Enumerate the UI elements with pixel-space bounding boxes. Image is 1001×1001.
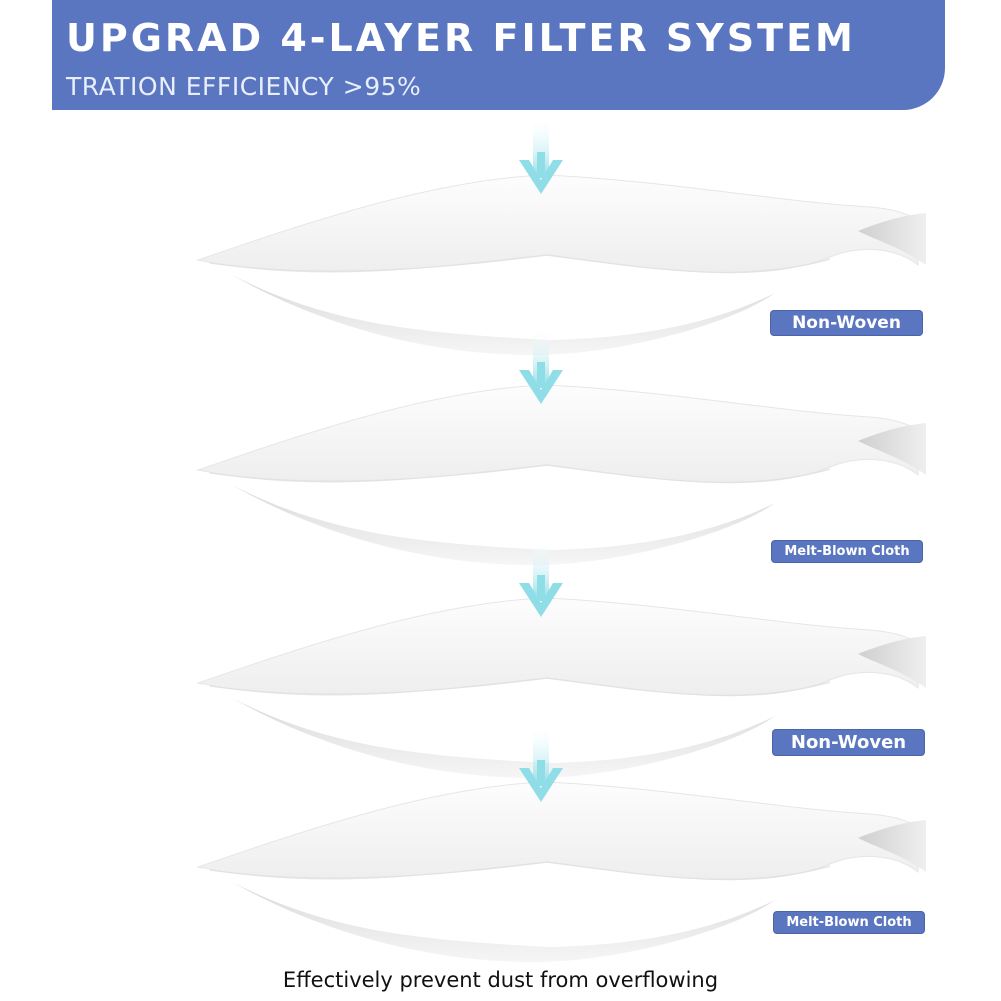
- layer-label-2: Melt-Blown Cloth: [772, 541, 922, 562]
- layer-sheet-4: [197, 781, 927, 963]
- layer-sheet-2: [197, 384, 927, 566]
- layer-label-4: Melt-Blown Cloth: [774, 912, 924, 933]
- header-banner: [52, 0, 945, 110]
- page-subtitle: TRATION EFFICIENCY >95%: [66, 72, 422, 101]
- layer-label-1: Non-Woven: [771, 311, 922, 335]
- footer-caption: Effectively prevent dust from overflowin…: [282, 968, 719, 992]
- layer-label-3: Non-Woven: [773, 730, 924, 755]
- page-title: UPGRAD 4-LAYER FILTER SYSTEM: [66, 16, 856, 60]
